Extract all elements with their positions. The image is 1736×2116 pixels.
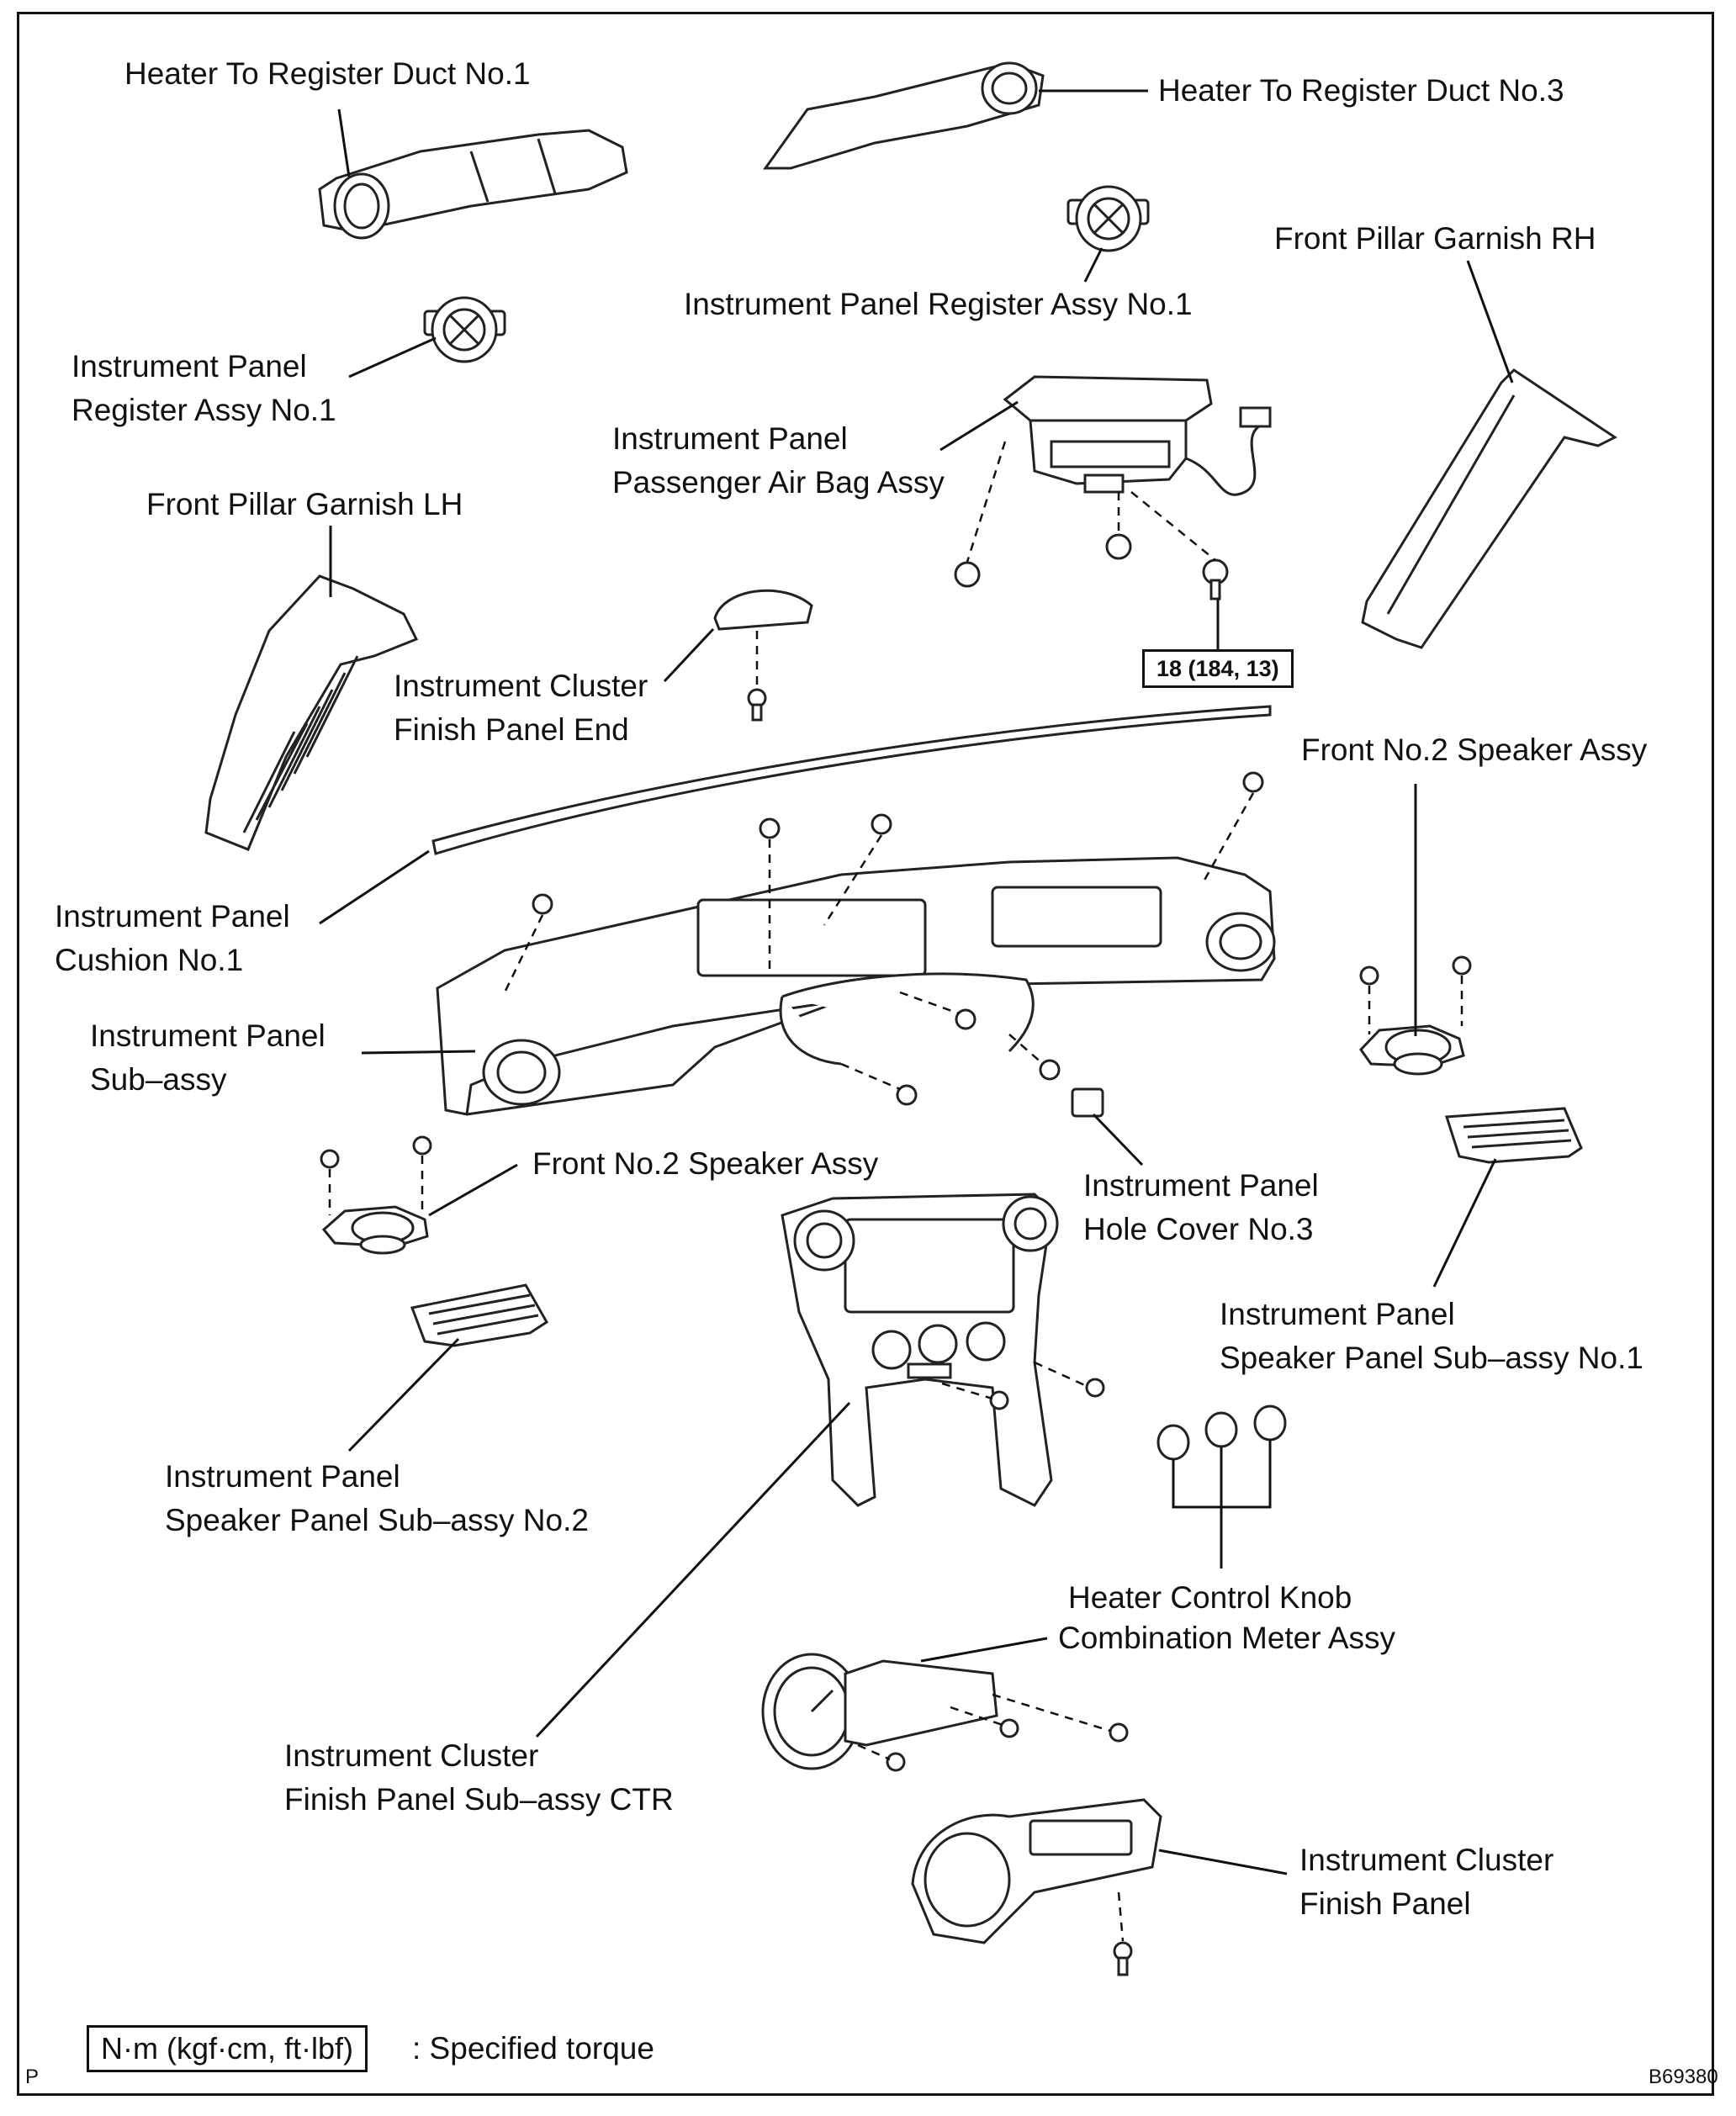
torque-spec-box: 18 (184, 13) bbox=[1142, 649, 1294, 688]
register-no1-left-part bbox=[423, 296, 506, 363]
label-front-no2-speaker-left: Front No.2 Speaker Assy bbox=[532, 1146, 879, 1181]
heater-duct-no3-part bbox=[763, 61, 1045, 170]
corner-marker: P bbox=[25, 2066, 40, 2088]
label-register-no1-right: Instrument Panel Register Assy No.1 bbox=[684, 287, 1193, 321]
figure-code: B69380 bbox=[1649, 2066, 1718, 2088]
speaker-panel-no1-part bbox=[1444, 1107, 1583, 1164]
label-front-pillar-rh: Front Pillar Garnish RH bbox=[1274, 221, 1596, 256]
label-front-pillar-lh: Front Pillar Garnish LH bbox=[146, 487, 463, 521]
front-pillar-rh-part bbox=[1361, 368, 1617, 649]
cluster-finish-end-part bbox=[713, 589, 813, 722]
register-no1-right-part bbox=[1066, 185, 1150, 252]
label-heater-duct-no3: Heater To Register Duct No.3 bbox=[1158, 73, 1564, 108]
passenger-airbag-part bbox=[1003, 375, 1272, 496]
label-combination-meter: Combination Meter Assy bbox=[1058, 1621, 1396, 1655]
leader-lines bbox=[319, 89, 1514, 1875]
cluster-finish-panel-part bbox=[911, 1798, 1162, 1976]
label-heater-duct-no1: Heater To Register Duct No.1 bbox=[124, 56, 531, 91]
hole-cover-no3-part bbox=[1071, 1087, 1104, 1118]
cushion-no1-part bbox=[431, 705, 1272, 855]
label-front-no2-speaker-right: Front No.2 Speaker Assy bbox=[1301, 733, 1648, 767]
speaker-left-part bbox=[320, 1135, 432, 1255]
legend-units-box: N·m (kgf·cm, ft·lbf) bbox=[87, 2025, 368, 2072]
finish-panel-ctr-part bbox=[781, 1193, 1105, 1507]
combination-meter-part bbox=[761, 1653, 1129, 1772]
front-pillar-lh-part bbox=[204, 574, 419, 851]
airbag-clips bbox=[954, 533, 1229, 600]
instrument-panel-part bbox=[436, 856, 1276, 1116]
speaker-panel-no2-part bbox=[410, 1283, 549, 1347]
speaker-right-part bbox=[1359, 955, 1472, 1076]
heater-duct-no1-part bbox=[318, 129, 628, 240]
legend-description: : Specified torque bbox=[412, 2031, 654, 2066]
panel-bolts bbox=[532, 771, 1264, 1106]
label-heater-control-knob: Heater Control Knob bbox=[1068, 1580, 1352, 1615]
diagram-frame bbox=[17, 12, 1714, 2096]
heater-knobs-part bbox=[1156, 1404, 1287, 1461]
